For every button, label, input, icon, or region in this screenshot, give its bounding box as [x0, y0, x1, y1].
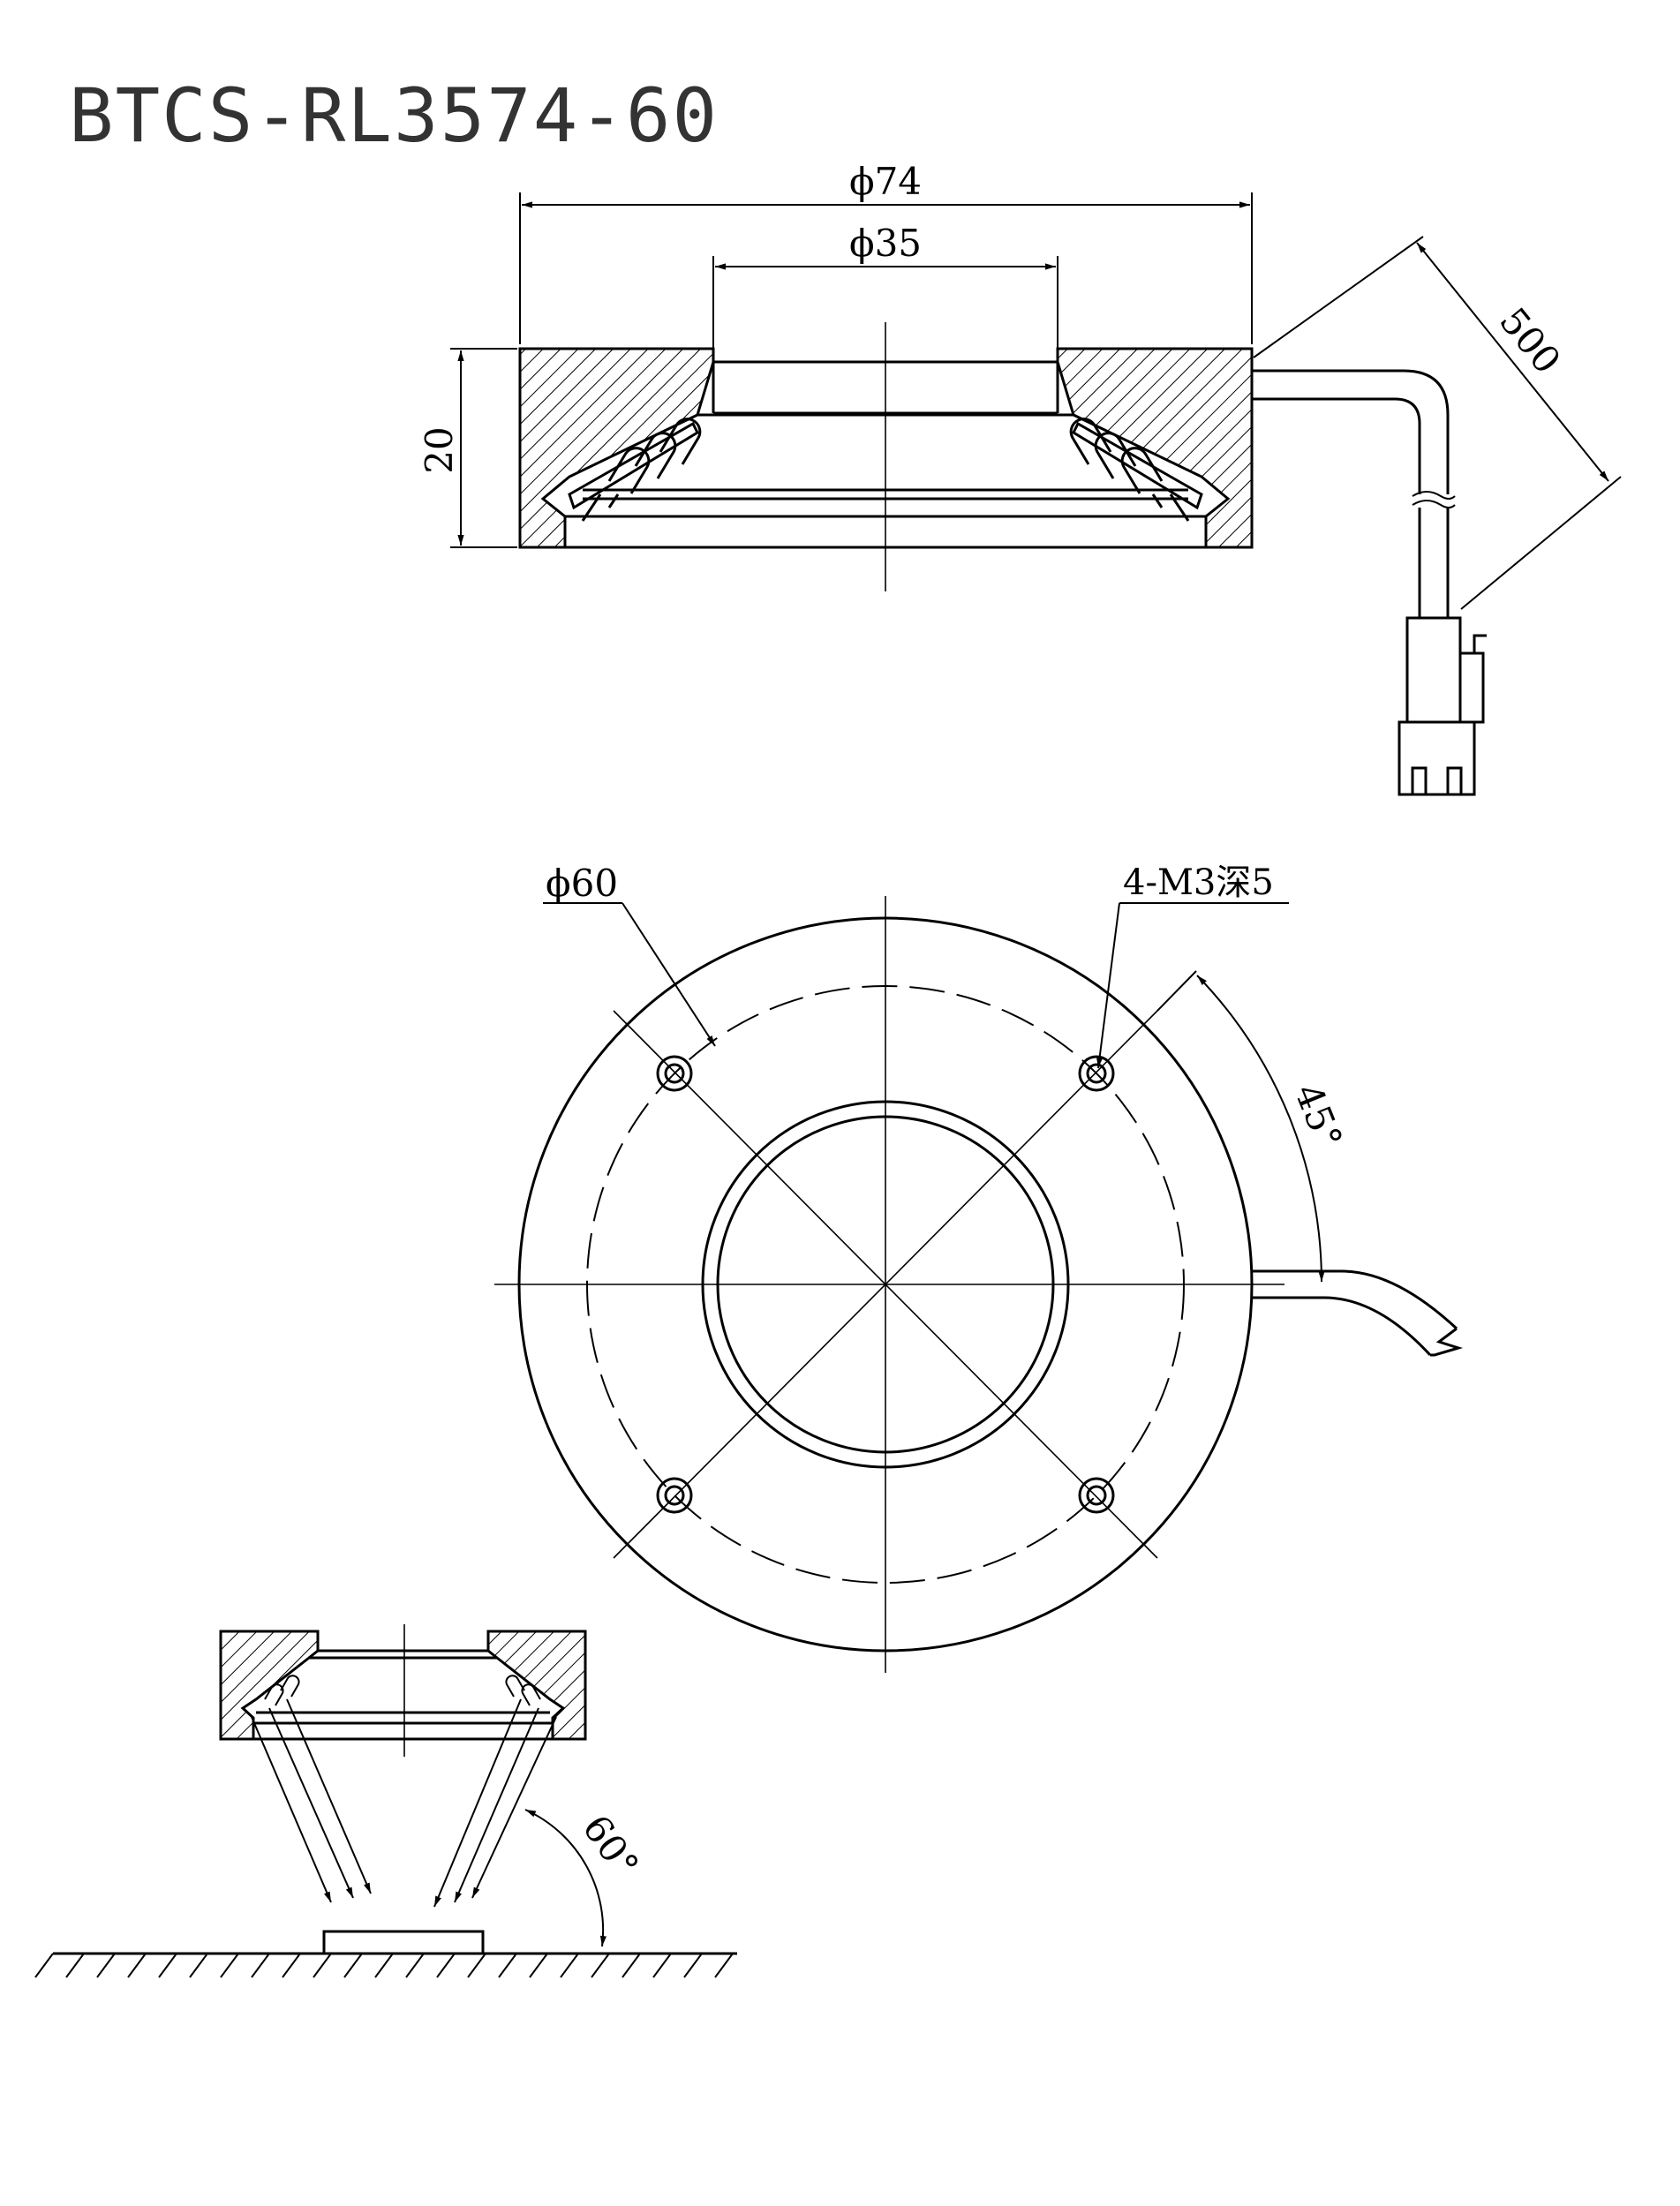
side-section-view: ϕ74 ϕ35 — [418, 160, 1622, 796]
plan-cable — [1252, 1269, 1464, 1357]
light-ray — [268, 1707, 354, 1899]
light-ray — [251, 1716, 332, 1903]
hole-angle-label: 45° — [1286, 1078, 1351, 1155]
screw-hole-leader — [1096, 902, 1120, 1069]
target-object — [322, 1930, 485, 1955]
cable-length-dimension-line — [1416, 242, 1609, 482]
aperture-outer-circle — [701, 1100, 1070, 1469]
cable — [1252, 369, 1456, 618]
cable-length-label: 500 — [1491, 299, 1570, 381]
screw-hole — [656, 1055, 693, 1092]
bolt-circle — [586, 985, 1185, 1584]
connector — [1397, 616, 1487, 796]
screw-hole — [1078, 1477, 1115, 1514]
height-label: 20 — [418, 426, 461, 473]
led-array-left — [568, 418, 702, 522]
outer-diameter-label: ϕ74 — [849, 160, 922, 203]
illumination-view: 60° — [34, 1624, 737, 1978]
bolt-circle-label: ϕ60 — [546, 862, 618, 905]
outer-body-circle — [517, 916, 1254, 1653]
inner-diameter-label: ϕ35 — [849, 222, 922, 265]
aperture-inner-circle — [716, 1115, 1055, 1454]
beam-angle-arc — [524, 1809, 607, 1947]
beam-angle-label: 60° — [574, 1807, 647, 1886]
light-ray — [286, 1698, 372, 1894]
hole-angle-arc — [1196, 975, 1325, 1283]
led-array-right — [1069, 418, 1203, 522]
light-ray — [454, 1707, 539, 1903]
light-ray — [471, 1716, 557, 1899]
light-ray — [433, 1698, 522, 1908]
surface-hatching — [34, 1953, 734, 1978]
screw-hole — [656, 1477, 693, 1514]
model-title: BTCS-RL3574-60 — [69, 72, 719, 159]
screw-hole-label: 4-M3深5 — [1123, 862, 1274, 903]
plan-view: ϕ60 4-M3深5 45° — [494, 862, 1464, 1673]
bolt-circle-leader — [622, 902, 716, 1047]
